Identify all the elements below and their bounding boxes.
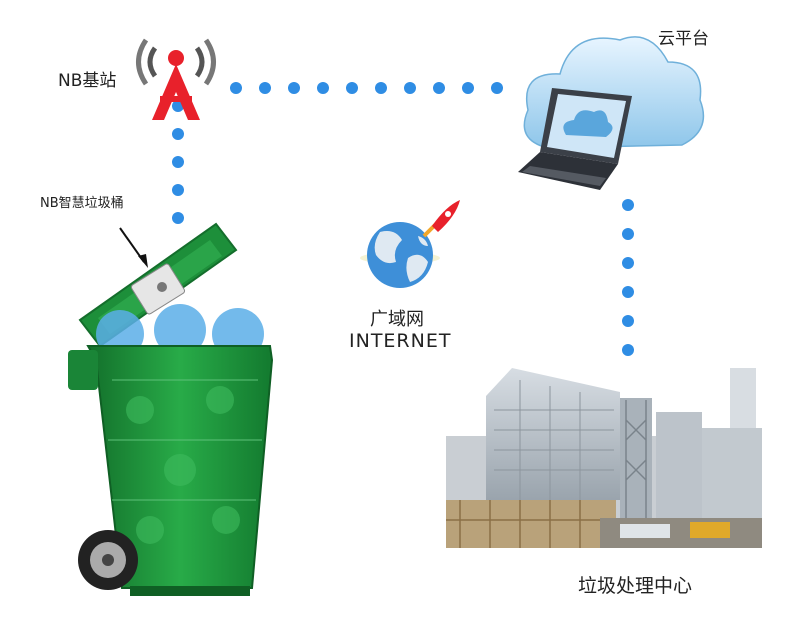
- connection-dot: [622, 199, 634, 211]
- processing-center-label: 垃圾处理中心: [578, 575, 693, 597]
- cell-tower-icon: [136, 38, 216, 120]
- connection-dot: [433, 82, 445, 94]
- connection-dot: [288, 82, 300, 94]
- connection-dot: [375, 82, 387, 94]
- smart-bin-label: NB智慧垃圾桶: [40, 196, 124, 211]
- globe-rocket-icon: [360, 200, 460, 288]
- connection-dot: [172, 156, 184, 168]
- waste-plant-icon: [446, 368, 762, 548]
- internet-label: INTERNET: [349, 330, 452, 352]
- connection-dot: [622, 257, 634, 269]
- connection-dot: [259, 82, 271, 94]
- connection-dot: [404, 82, 416, 94]
- connection-dot: [230, 82, 242, 94]
- connection-dot: [622, 286, 634, 298]
- smart-bin-icon: [68, 222, 274, 596]
- base-station-label: NB基站: [58, 71, 117, 91]
- connection-dot: [172, 212, 184, 224]
- connection-dot: [346, 82, 358, 94]
- wan-label: 广域网: [370, 309, 424, 330]
- connection-dot: [172, 184, 184, 196]
- connection-dot: [622, 315, 634, 327]
- connection-dot: [622, 228, 634, 240]
- cloud-laptop-icon: [518, 36, 705, 190]
- connection-dot: [622, 344, 634, 356]
- connection-dot: [491, 82, 503, 94]
- connection-dot: [462, 82, 474, 94]
- cloud-platform-label: 云平台: [658, 29, 709, 49]
- connection-dot: [172, 128, 184, 140]
- connection-dot: [317, 82, 329, 94]
